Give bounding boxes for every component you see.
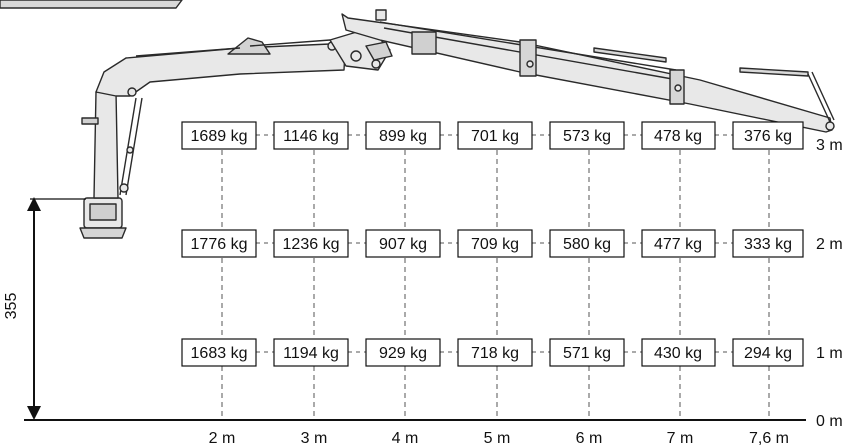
load-cell: 294 kg — [732, 338, 804, 367]
load-cell: 1689 kg — [181, 121, 257, 150]
load-cell: 1683 kg — [181, 338, 257, 367]
reach-tick-label: 7,6 m — [749, 430, 789, 447]
height-axis-labels: 3 m 2 m 1 m 0 m — [816, 137, 843, 430]
load-cell: 899 kg — [365, 121, 441, 150]
load-value: 333 kg — [744, 236, 792, 253]
load-value: 718 kg — [471, 345, 519, 362]
load-value: 1776 kg — [191, 236, 248, 253]
load-value: 1236 kg — [283, 236, 340, 253]
load-cell: 709 kg — [457, 229, 533, 258]
arrow-up-icon — [27, 197, 41, 211]
load-cell: 1194 kg — [273, 338, 349, 367]
reach-tick-label: 3 m — [301, 430, 328, 447]
height-tick-label: 3 m — [816, 137, 843, 154]
reach-tick-label: 7 m — [667, 430, 694, 447]
column-gridlines — [221, 150, 770, 420]
height-dimension-label: 355 — [3, 293, 20, 320]
load-cell: 430 kg — [641, 338, 716, 367]
load-value: 701 kg — [471, 128, 519, 145]
height-tick-label: 0 m — [816, 413, 843, 430]
load-cell: 573 kg — [549, 121, 625, 150]
reach-axis-labels: 2 m 3 m 4 m 5 m 6 m 7 m 7,6 m — [209, 430, 789, 447]
load-cell: 1236 kg — [273, 229, 349, 258]
height-dimension — [27, 197, 86, 420]
load-cell: 333 kg — [732, 229, 804, 258]
load-cell: 376 kg — [732, 121, 804, 150]
load-cell: 1776 kg — [181, 229, 257, 258]
reach-tick-label: 2 m — [209, 430, 236, 447]
load-value: 573 kg — [563, 128, 611, 145]
load-cell: 478 kg — [641, 121, 716, 150]
arrow-down-icon — [27, 406, 41, 420]
load-value: 1146 kg — [283, 128, 339, 145]
load-cell: 907 kg — [365, 229, 441, 258]
load-value: 929 kg — [379, 345, 427, 362]
reach-tick-label: 6 m — [576, 430, 603, 447]
load-value: 477 kg — [654, 236, 702, 253]
load-value: 1689 kg — [191, 128, 248, 145]
load-value: 899 kg — [379, 128, 427, 145]
load-value: 430 kg — [654, 345, 702, 362]
load-cell: 580 kg — [549, 229, 625, 258]
load-row-1m: 1683 kg 1194 kg 929 kg 718 kg 571 kg 430… — [181, 338, 804, 367]
load-value: 478 kg — [654, 128, 702, 145]
height-tick-label: 2 m — [816, 236, 843, 253]
row-connectors — [256, 134, 733, 353]
reach-tick-label: 4 m — [392, 430, 419, 447]
load-cell: 701 kg — [457, 121, 533, 150]
load-cell: 1146 kg — [273, 121, 349, 150]
load-cell: 571 kg — [549, 338, 625, 367]
load-cell: 929 kg — [365, 338, 441, 367]
height-tick-label: 1 m — [816, 345, 843, 362]
load-row-2m: 1776 kg 1236 kg 907 kg 709 kg 580 kg 477… — [181, 229, 804, 258]
load-value: 907 kg — [379, 236, 427, 253]
load-value: 571 kg — [563, 345, 611, 362]
load-value: 580 kg — [563, 236, 611, 253]
load-row-3m: 1689 kg 1146 kg 899 kg 701 kg 573 kg 478… — [181, 121, 804, 150]
load-value: 294 kg — [744, 345, 792, 362]
load-cell: 477 kg — [641, 229, 716, 258]
crane-illustration — [0, 0, 835, 239]
load-value: 376 kg — [744, 128, 792, 145]
load-value: 1194 kg — [283, 345, 339, 362]
load-value: 709 kg — [471, 236, 519, 253]
load-value: 1683 kg — [191, 345, 248, 362]
load-cell: 718 kg — [457, 338, 533, 367]
reach-tick-label: 5 m — [484, 430, 511, 447]
